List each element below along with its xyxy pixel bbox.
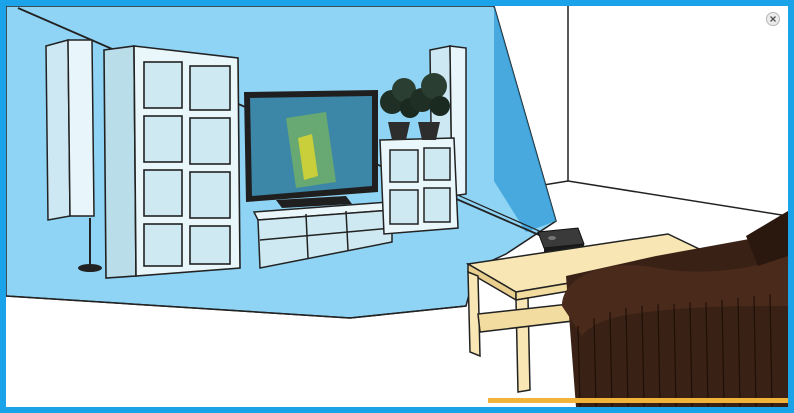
close-icon <box>767 13 779 25</box>
close-button[interactable] <box>766 12 780 26</box>
television-icon <box>244 90 378 208</box>
room-illustration <box>6 6 788 407</box>
cabinet-icon <box>380 138 458 234</box>
bookshelf-icon <box>104 46 240 278</box>
accent-strip <box>488 398 788 403</box>
